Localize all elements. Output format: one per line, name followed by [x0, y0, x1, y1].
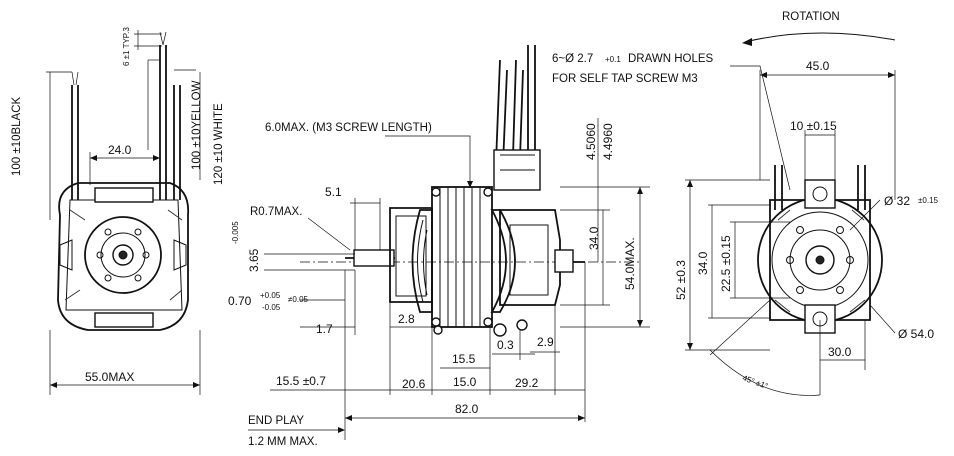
dim-15-5: 15.5 [452, 352, 476, 366]
label-yellow-wire: 100 ±10YELLOW [191, 80, 203, 170]
note-drawn-holes-tol: +0.1 [605, 55, 621, 64]
motor-rear-body [757, 165, 883, 334]
lead-wires-middle [493, 45, 541, 191]
dim-3-65-tol: -0.005 [231, 221, 240, 244]
dim-2-8: 2.8 [398, 312, 415, 326]
right-view: ROTATION 6~Ø 2.7 +0.1 DRAWN HOLES FOR SE… [552, 11, 939, 396]
note-self-tap-screw: FOR SELF TAP SCREW M3 [552, 73, 698, 85]
dim-10-tol: 10 ±0.15 [790, 119, 837, 133]
motor-front-body [57, 182, 190, 331]
dim-5-1: 5.1 [325, 185, 342, 199]
dim-4-4960: 4.4960 [601, 123, 615, 160]
label-typ3: 6 ±1 TYP.3 [122, 27, 131, 66]
dim-0-70: 0.70 [228, 294, 252, 308]
middle-view: 6.0MAX. (M3 SCREW LENGTH) R0.7MAX. 5.1 3… [228, 45, 650, 448]
dim-30-0: 30.0 [828, 345, 852, 359]
dim-82-0: 82.0 [455, 402, 479, 416]
dim-4-5060: 4.5060 [584, 123, 598, 160]
dim-20-6: 20.6 [402, 377, 426, 391]
dim-1-7: 1.7 [316, 322, 333, 336]
dim-15-0: 15.0 [453, 375, 477, 389]
dim-55-max: 55.0MAX [85, 370, 134, 384]
dim-29-2: 29.2 [515, 376, 539, 390]
dim-15-5-tol: 15.5 ±0.7 [276, 374, 326, 388]
dim-dia-32-tol: ±0.15 [918, 196, 939, 205]
dim-dia-32: Ø 32 [884, 194, 910, 208]
svg-text:+0.05: +0.05 [260, 291, 281, 300]
dim-3-65: 3.65 [247, 248, 261, 272]
note-end-play: END PLAY [248, 415, 304, 427]
dim-45-deg: 45° ±1° [741, 373, 769, 390]
dim-0-3: 0.3 [497, 338, 514, 352]
label-rotation: ROTATION [782, 11, 840, 23]
svg-text:-0.05: -0.05 [262, 303, 281, 312]
dim-dia-54: Ø 54.0 [898, 327, 934, 341]
dim-22-5-tol: 22.5 ±0.15 [719, 235, 733, 292]
note-drawn-holes: 6~Ø 2.7 [552, 53, 593, 65]
label-black-wire: 100 ±10BLACK [11, 96, 23, 176]
dim-34-0-right: 34.0 [696, 251, 710, 275]
left-view: 24.0 55.0MAX 100 ±10BLACK 100 ±10YELLOW … [11, 27, 225, 395]
note-end-play-value: 1.2 MM MAX. [248, 436, 318, 448]
label-white-wire: 120 ±10 WHITE [213, 103, 225, 185]
note-screw-length: 6.0MAX. (M3 SCREW LENGTH) [265, 122, 432, 134]
note-r07-max: R0.7MAX. [250, 206, 302, 218]
note-drawn-holes-2: DRAWN HOLES [628, 53, 714, 65]
dim-52-tol: 52 ±0.3 [674, 260, 688, 300]
dim-2-9: 2.9 [537, 335, 554, 349]
svg-text:≠0.05: ≠0.05 [288, 295, 309, 304]
dim-34-0-middle: 34.0 [587, 226, 601, 250]
dim-45-0: 45.0 [806, 59, 830, 73]
dim-24: 24.0 [108, 143, 132, 157]
stator-stack [431, 186, 493, 328]
dim-54-0-max: 54.0MAX. [623, 237, 637, 290]
